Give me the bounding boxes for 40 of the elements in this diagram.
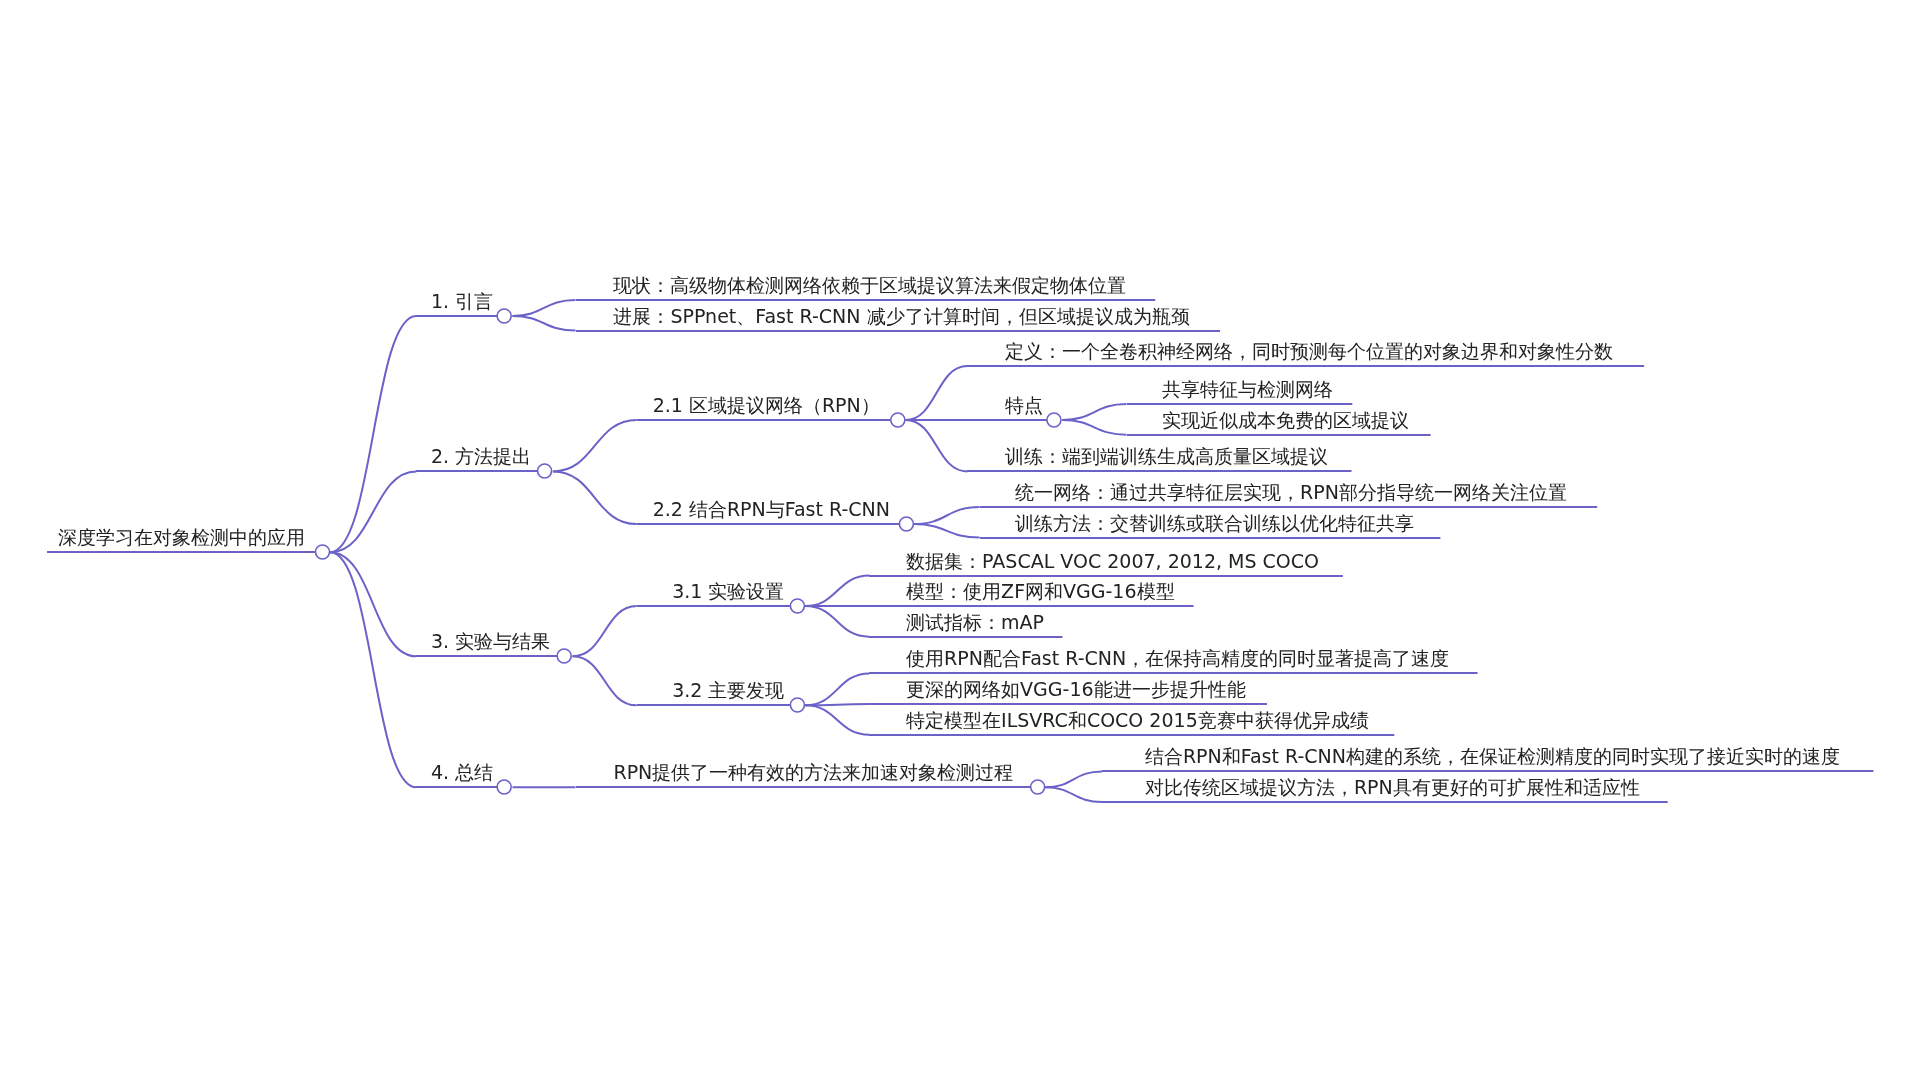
topic-label: 2.1 区域提议网络（RPN） (652, 394, 880, 416)
topic-label: 4. 总结 (431, 761, 494, 784)
topic-label: 模型：使用ZF网和VGG-16模型 (906, 580, 1175, 603)
topic-label: 3.2 主要发现 (672, 679, 785, 702)
topic-label: 结合RPN和Fast R-CNN构建的系统，在保证检测精度的同时实现了接近实时的速度 (1144, 745, 1840, 768)
topic-label: 进展：SPPnet、Fast R-CNN 减少了计算时间，但区域提议成为瓶颈 (613, 304, 1190, 327)
branch-connector (1061, 419, 1128, 436)
topic-label: 1. 引言 (431, 289, 494, 312)
topic-label: 使用RPN配合Fast R-CNN，在保持高精度的同时显著提高了速度 (906, 647, 1450, 670)
branch-connector (913, 523, 981, 539)
branch-connector (511, 786, 577, 789)
topic-label: 特点 (1005, 394, 1044, 416)
branch-connector (1044, 786, 1104, 804)
branch-connector (551, 470, 638, 526)
branch-connector (551, 419, 638, 473)
topic-label: 定义：一个全卷积神经网络，同时预测每个位置的对象边界和对象性分数 (1005, 340, 1614, 363)
topic-label: 训练：端到端训练生成高质量区域提议 (1005, 445, 1329, 468)
branch-connector (571, 655, 638, 707)
topic-label: 共享特征与检测网络 (1162, 378, 1333, 401)
topic-label: 2.2 结合RPN与Fast R-CNN (652, 498, 890, 521)
topic-label: 3.1 实验设置 (672, 580, 785, 603)
topic-label: 特定模型在ILSVRC和COCO 2015竞赛中获得优异成绩 (906, 708, 1369, 731)
topic-label: 2. 方法提出 (431, 445, 532, 468)
topic-label: 训练方法：交替训练或联合训练以优化特征共享 (1015, 511, 1415, 534)
branch-connector (904, 419, 969, 473)
topic-label: 深度学习在对象检测中的应用 (57, 526, 305, 549)
branch-connector (804, 704, 871, 736)
topic-label: 统一网络：通过共享特征层实现，RPN部分指导统一网络关注位置 (1015, 480, 1567, 503)
branch-connector (804, 605, 871, 638)
branch-connector (511, 314, 577, 332)
topic-label: 3. 实验与结果 (431, 630, 551, 653)
topic-label: 数据集：PASCAL VOC 2007, 2012, MS COCO (906, 549, 1320, 572)
branch-connector (329, 551, 418, 789)
topic-label: RPN提供了一种有效的方法来加速对象检测过程 (613, 761, 1014, 784)
branch-connector (329, 551, 418, 658)
topic-label: 现状：高级物体检测网络依赖于区域提议算法来假定物体位置 (613, 274, 1127, 296)
topic-label: 对比传统区域提议方法，RPN具有更好的可扩展性和适应性 (1144, 776, 1640, 799)
topic-label: 实现近似成本免费的区域提议 (1162, 408, 1409, 431)
topic-label: 更深的网络如VGG-16能进一步提升性能 (906, 678, 1246, 701)
topic-label: 测试指标：mAP (906, 610, 1045, 633)
